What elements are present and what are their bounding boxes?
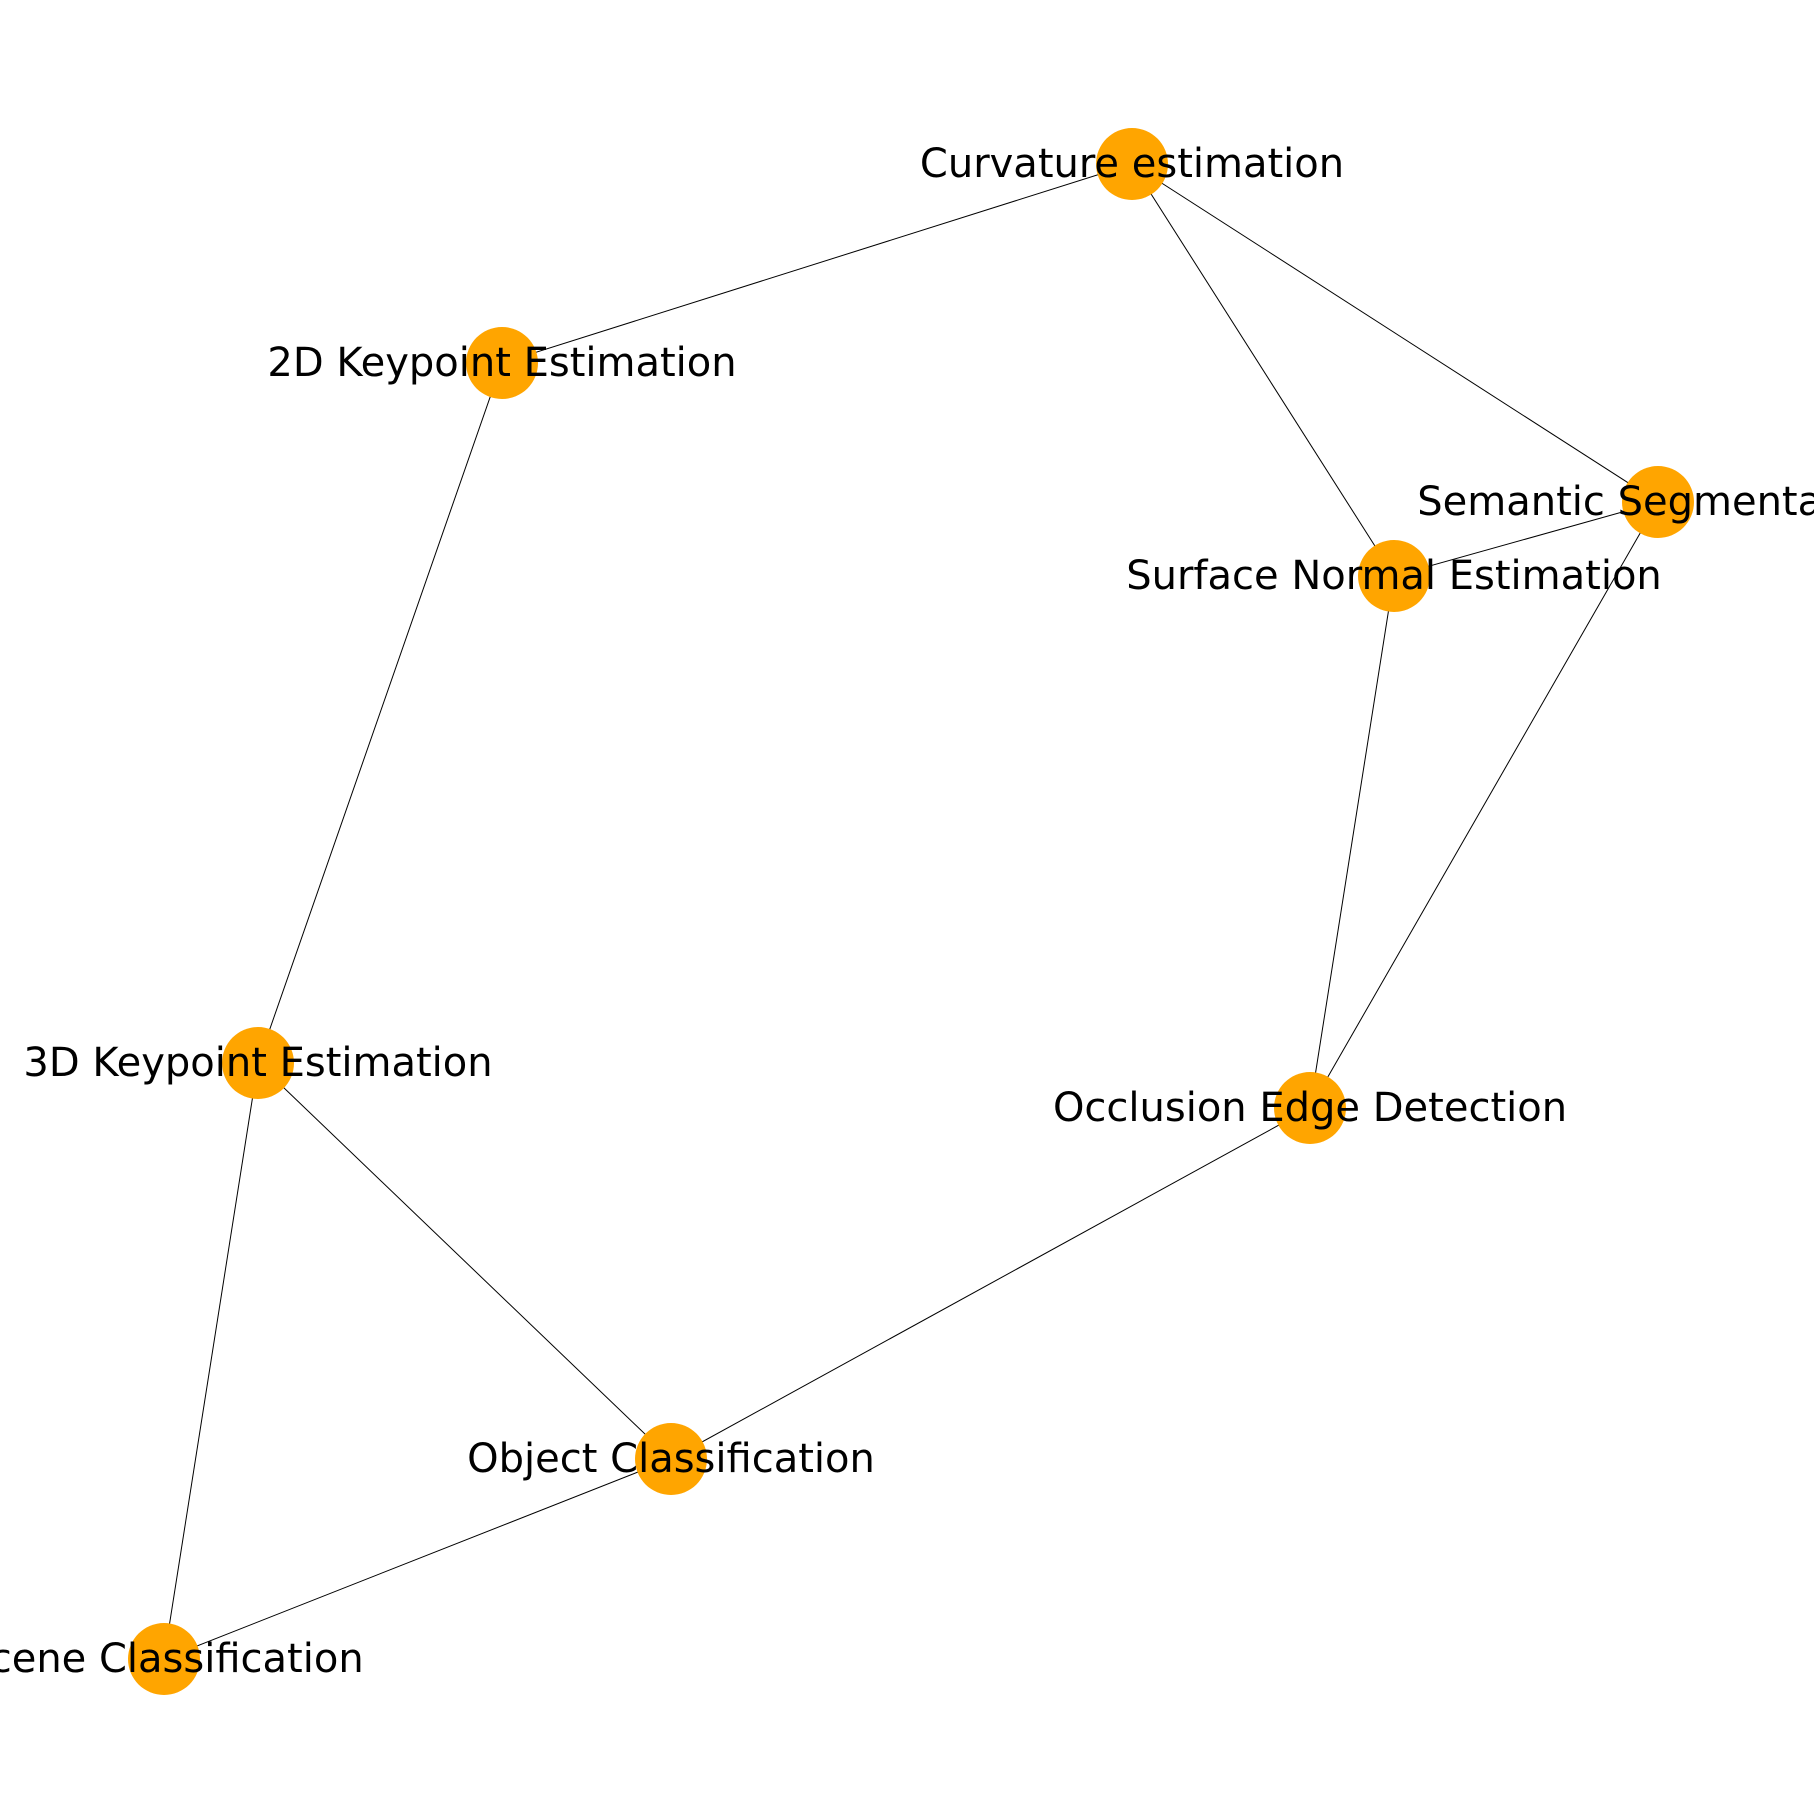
node-label-curvature: Curvature estimation: [920, 141, 1344, 187]
node-scene: [128, 1623, 200, 1695]
edges-layer: [163, 163, 1659, 1660]
node-kp2d: [466, 327, 538, 399]
node-label-objcls: Object Classification: [467, 1436, 875, 1482]
edge-curvature-semseg: [1131, 163, 1659, 503]
edge-curvature-normal: [1131, 163, 1395, 577]
node-normal: [1358, 540, 1430, 612]
edge-semseg-normal: [1393, 501, 1659, 577]
edge-semseg-occlusion: [1309, 501, 1659, 1109]
edge-curvature-kp2d: [501, 163, 1133, 364]
node-label-kp2d: 2D Keypoint Estimation: [267, 340, 736, 386]
node-occlusion: [1274, 1072, 1346, 1144]
edge-objcls-scene: [163, 1458, 672, 1660]
nodes-layer: [128, 128, 1694, 1695]
node-label-semseg: Semantic Segmentation: [1417, 479, 1814, 525]
node-semseg: [1622, 466, 1694, 538]
node-objcls: [635, 1423, 707, 1495]
edge-occlusion-objcls: [670, 1107, 1311, 1460]
node-label-kp3d: 3D Keypoint Estimation: [23, 1040, 492, 1086]
edge-kp2d-kp3d: [257, 362, 503, 1064]
node-label-normal: Surface Normal Estimation: [1126, 553, 1662, 599]
edge-normal-occlusion: [1309, 575, 1395, 1109]
edge-kp3d-scene: [163, 1062, 259, 1660]
node-label-scene: Scene Classification: [0, 1636, 364, 1682]
node-curvature: [1096, 128, 1168, 200]
node-label-occlusion: Occlusion Edge Detection: [1053, 1085, 1567, 1131]
edge-kp3d-objcls: [257, 1062, 672, 1460]
labels-layer: Curvature estimation 2D Keypoint Estimati…: [0, 141, 1814, 1682]
node-kp3d: [222, 1027, 294, 1099]
